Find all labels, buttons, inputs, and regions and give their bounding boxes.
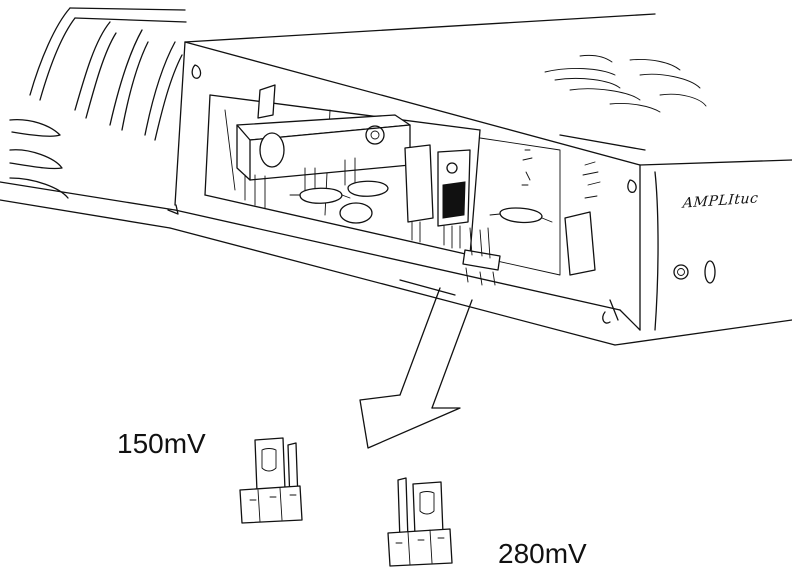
jumper-280mv-label: 280mV <box>498 538 587 569</box>
jumper-280mv <box>387 477 453 567</box>
jumper-150mv <box>239 437 303 524</box>
heatsink-fins <box>9 7 187 199</box>
chassis <box>0 13 792 346</box>
jumper-150mv-label: 150mV <box>117 428 206 459</box>
callout-arrow <box>359 287 473 449</box>
circuit-board <box>204 84 601 286</box>
faceplate-controls <box>673 260 716 284</box>
